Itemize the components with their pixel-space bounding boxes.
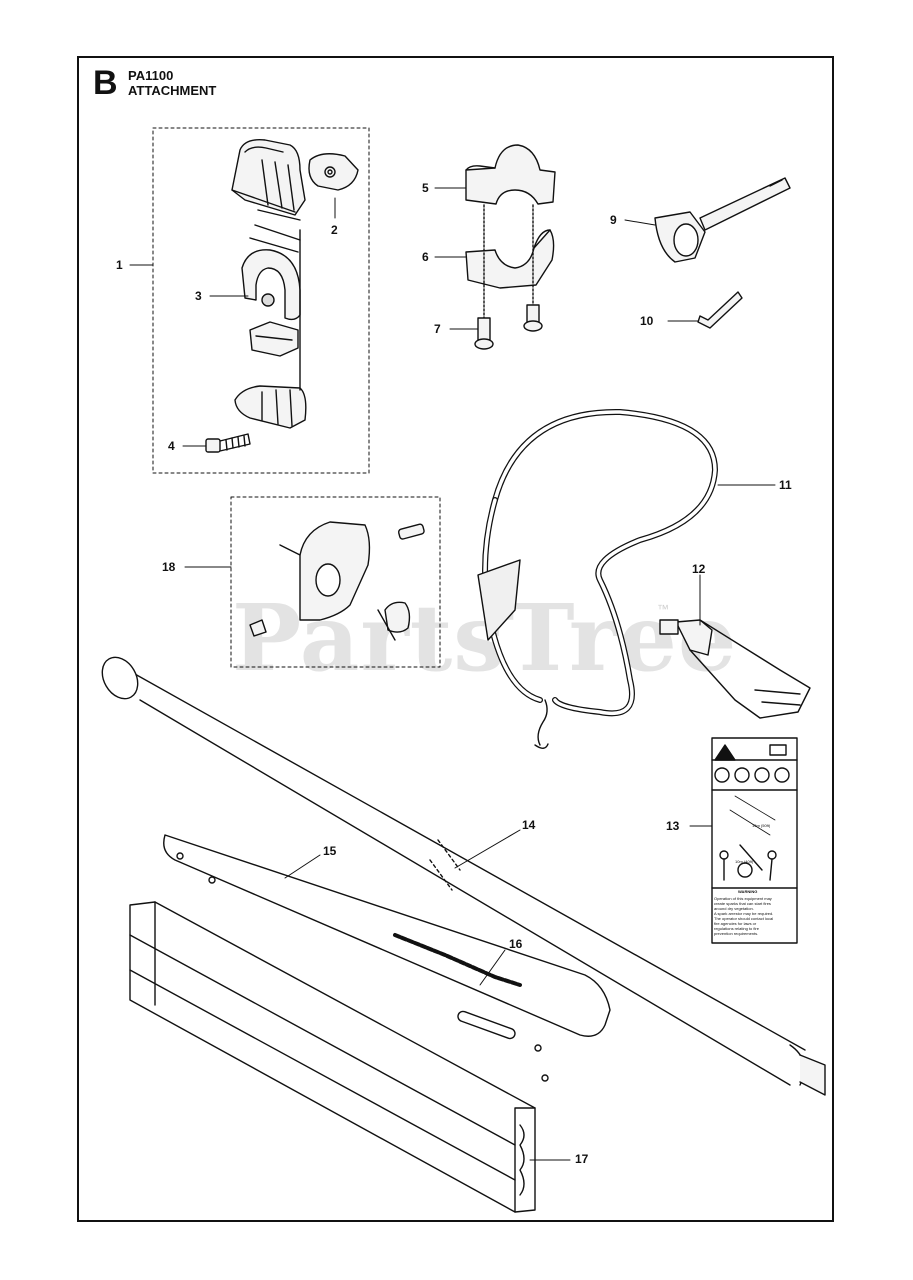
callout-4: 4 (168, 439, 175, 453)
assembly-guide-line (249, 209, 301, 253)
strap-part-11 (477, 408, 718, 749)
nut-part-2 (308, 153, 359, 191)
hex-key-part-10 (697, 291, 743, 329)
section-title: ATTACHMENT (128, 83, 217, 98)
callout-2: 2 (331, 223, 338, 237)
decal-distance-2: 10m (40ft) (735, 859, 754, 864)
callout-18: 18 (162, 560, 176, 574)
decal-distance-1: 15m (50ft) (752, 823, 771, 828)
clamp-top-part (231, 139, 306, 216)
callout-5: 5 (422, 181, 429, 195)
tube-part-14 (101, 656, 826, 1096)
callout-3: 3 (195, 289, 202, 303)
decal-text-0: Operation of this equipment may (714, 896, 772, 901)
section-model: PA1100 (128, 68, 174, 83)
decal-part-13 (711, 737, 798, 944)
callout-14: 14 (522, 818, 536, 832)
upper-clamp-part-5 (465, 144, 556, 205)
callout-1: 1 (116, 258, 123, 272)
decal-text-5: fire agencies for laws or (714, 921, 757, 926)
callout-16: 16 (509, 937, 523, 951)
callout-6: 6 (422, 250, 429, 264)
decal-text-1: create sparks that can start fires (714, 901, 771, 906)
group-box-1 (152, 127, 370, 474)
decal-text-3: A spark arrestor may be required. (714, 911, 773, 916)
handle-assembly-part-18 (249, 521, 425, 641)
clamp-bottom-part (234, 229, 307, 429)
bolt-part-7a (474, 317, 494, 350)
callout-12: 12 (692, 562, 706, 576)
chain-part-16 (393, 933, 522, 987)
grease-tube-part-12 (659, 619, 811, 719)
group-box-18 (230, 496, 441, 668)
clip-part (249, 321, 299, 357)
section-letter: B (93, 64, 118, 102)
loop-part-3 (241, 249, 301, 321)
callout-17: 17 (575, 1152, 589, 1166)
decal-warning: WARNING (738, 889, 757, 894)
callout-15: 15 (323, 844, 337, 858)
callout-13: 13 (666, 819, 680, 833)
page-frame (77, 56, 834, 1222)
decal-text-4: The operator should contact local (714, 916, 773, 921)
screw-part-4 (205, 433, 251, 453)
decal-text-2: around dry vegetation. (714, 906, 754, 911)
decal-text-7: prevention requirements. (714, 931, 758, 936)
guide-bar-part-15 (163, 834, 611, 1082)
callout-9: 9 (610, 213, 617, 227)
lower-clamp-part-6 (465, 229, 555, 289)
decal-text-6: regulations relating to fire (714, 926, 760, 931)
leader-lines (129, 187, 776, 1161)
trademark-symbol: ™ (657, 602, 669, 616)
bolt-guide-lines (483, 204, 534, 319)
callout-10: 10 (640, 314, 654, 328)
bolt-part-7b (523, 304, 543, 332)
callout-7: 7 (434, 322, 441, 336)
bar-cover-part-17 (129, 901, 536, 1213)
callout-11: 11 (779, 478, 792, 492)
wrench-part-9 (654, 177, 791, 263)
